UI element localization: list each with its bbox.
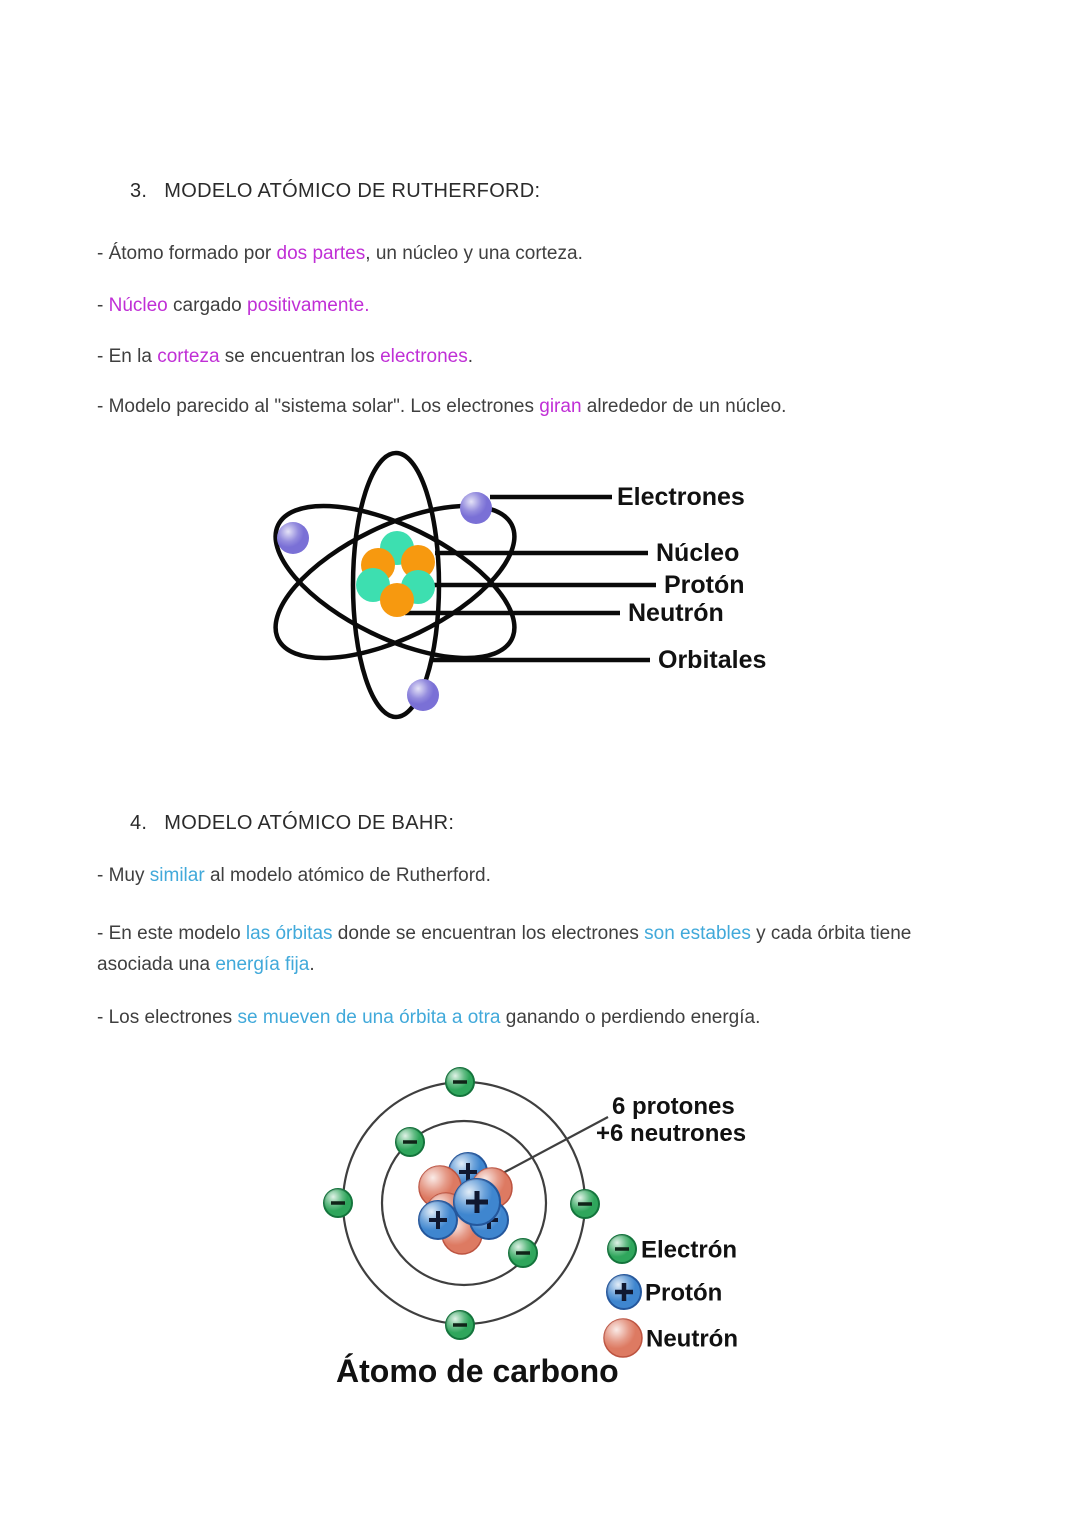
- neutron-sphere: [380, 583, 414, 617]
- legend-label-neutron: Neutrón: [646, 1326, 738, 1353]
- orbit-circle-inner: [380, 1119, 548, 1287]
- neutron-sphere: [401, 545, 435, 579]
- section3-number: 3.: [130, 180, 148, 202]
- figure-caption: Átomo de carbono: [336, 1353, 619, 1389]
- annotation-protones: 6 protones: [612, 1093, 735, 1120]
- electron-sphere: [445, 1310, 475, 1340]
- bullet-line: - En la corteza se encuentran los electr…: [97, 346, 474, 367]
- bullet-line: - Los electrones se mueven de una órbita…: [97, 1007, 761, 1028]
- electron-sphere: [395, 1127, 425, 1157]
- orbit-ellipse-ascending: [273, 503, 517, 661]
- section4-heading: 4. MODELO ATÓMICO DE BAHR:: [130, 812, 454, 835]
- electron-sphere: [570, 1189, 600, 1219]
- section3-title: MODELO ATÓMICO DE RUTHERFORD:: [164, 180, 541, 202]
- electron-sphere: [445, 1067, 475, 1097]
- bullet-line: - Átomo formado por dos partes, un núcle…: [97, 243, 583, 264]
- figure-label-neutron: Neutrón: [628, 599, 724, 627]
- rutherford-figure: Electrones Núcleo Protón Neutrón Orbital…: [273, 450, 766, 720]
- legend-label-electron: Electrón: [641, 1237, 737, 1264]
- nucleus-cluster: [418, 1152, 513, 1255]
- figure-label-orbitales: Orbitales: [658, 646, 766, 674]
- electron-sphere: [407, 679, 439, 711]
- figure-label-electrones: Electrones: [617, 483, 745, 511]
- annotation-neutrones: +6 neutrones: [596, 1120, 746, 1147]
- bullet-line: - Núcleo cargado positivamente.: [97, 295, 370, 316]
- bullet-line: - Modelo parecido al "sistema solar". Lo…: [97, 396, 787, 417]
- electron-sphere: [460, 492, 492, 524]
- electron-sphere: [277, 522, 309, 554]
- orbit-ellipse-descending: [273, 503, 517, 661]
- electron-sphere: [508, 1238, 538, 1268]
- plus-glyph: [466, 1191, 488, 1213]
- legend-label-proton: Protón: [645, 1280, 722, 1307]
- section3-heading: 3. MODELO ATÓMICO DE RUTHERFORD:: [130, 180, 540, 203]
- figure-label-nucleo: Núcleo: [656, 539, 739, 567]
- bullet-line: - En este modelo las órbitas donde se en…: [97, 923, 912, 975]
- annotation-line: [502, 1116, 609, 1174]
- bohr-figure: 6 protones +6 neutrones Electrón Protón …: [323, 1067, 746, 1389]
- section4-title: MODELO ATÓMICO DE BAHR:: [164, 812, 455, 834]
- legend-item-proton: Protón: [606, 1274, 722, 1310]
- plus-glyph: [615, 1283, 633, 1301]
- figure-label-proton: Protón: [664, 571, 745, 599]
- section4-number: 4.: [130, 812, 148, 834]
- electron-sphere: [323, 1188, 353, 1218]
- bullet-line: - Muy similar al modelo atómico de Ruthe…: [97, 865, 491, 886]
- legend-item-neutron: Neutrón: [603, 1318, 738, 1358]
- plus-glyph: [429, 1211, 447, 1229]
- plus-glyph: [459, 1163, 477, 1181]
- legend-item-electron: Electrón: [607, 1234, 737, 1264]
